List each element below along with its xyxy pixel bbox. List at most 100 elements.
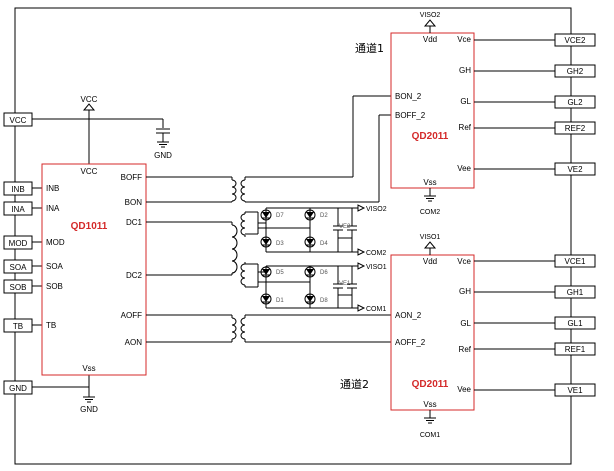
mod-connector: MOD: [3, 235, 33, 250]
svg-text:Vce: Vce: [457, 257, 471, 266]
svg-text:D7: D7: [276, 213, 284, 219]
svg-text:INA: INA: [46, 204, 60, 213]
svg-text:Vee: Vee: [457, 385, 471, 394]
svg-text:Ref: Ref: [459, 123, 472, 132]
svg-text:D3: D3: [276, 241, 284, 247]
svg-text:D2: D2: [320, 213, 328, 219]
svg-text:GL2: GL2: [567, 98, 583, 107]
svg-text:VISO1: VISO1: [366, 264, 387, 271]
svg-text:BON_2: BON_2: [395, 92, 422, 101]
svg-text:VE2: VE2: [567, 165, 583, 174]
svg-text:VE1: VE1: [339, 281, 351, 287]
svg-text:SOA: SOA: [46, 262, 64, 271]
tb-connector: TB: [3, 318, 33, 333]
svg-text:Vss: Vss: [423, 400, 436, 409]
svg-text:VISO1: VISO1: [420, 234, 441, 241]
left-connectors: VCC INB INA MOD SOA SOB TB GND: [3, 112, 33, 395]
gnd-cap-label: GND: [154, 151, 172, 160]
svg-text:AOFF_2: AOFF_2: [395, 338, 426, 347]
viso2-arrow-icon: [423, 19, 437, 27]
svg-text:AOFF: AOFF: [121, 311, 142, 320]
viso1-arrow-icon: [423, 241, 437, 249]
gl2-connector: GL2: [554, 95, 596, 109]
svg-text:INB: INB: [11, 185, 24, 194]
vcc-arrow-icon: [82, 103, 96, 111]
svg-text:TB: TB: [13, 322, 23, 331]
chip-qd2011-ch1: Vdd Vss QD2011 BON_2 BOFF_2 Vce GH GL Re…: [390, 32, 475, 189]
svg-text:GH: GH: [459, 287, 471, 296]
ref1-connector: REF1: [554, 342, 596, 356]
svg-text:MOD: MOD: [9, 239, 28, 248]
svg-text:VISO2: VISO2: [420, 12, 441, 19]
svg-text:Vee: Vee: [457, 164, 471, 173]
svg-text:AON: AON: [125, 338, 143, 347]
svg-text:BOFF_2: BOFF_2: [395, 111, 426, 120]
gnd-connector: GND: [3, 380, 33, 395]
svg-text:VISO2: VISO2: [366, 206, 387, 213]
svg-text:COM1: COM1: [366, 306, 386, 313]
channel-2-label: 通道2: [340, 377, 369, 391]
gh2-connector: GH2: [554, 64, 596, 78]
chip-qd2011-ch2: Vdd Vss QD2011 AON_2 AOFF_2 Vce GH GL Re…: [390, 254, 475, 411]
soa-connector: SOA: [3, 259, 33, 274]
svg-text:GH1: GH1: [567, 288, 584, 297]
svg-text:MOD: MOD: [46, 238, 65, 247]
svg-text:AON_2: AON_2: [395, 311, 422, 320]
svg-text:DC2: DC2: [126, 271, 143, 280]
chip3-name: QD2011: [412, 379, 449, 390]
sob-connector: SOB: [3, 279, 33, 294]
diode-d3-icon: [261, 238, 271, 246]
svg-text:INB: INB: [46, 184, 59, 193]
svg-text:DC1: DC1: [126, 218, 143, 227]
svg-text:SOA: SOA: [10, 263, 28, 272]
rectifier-upper: D7 D2 D3 D4 VE2 VISO2 COM2: [245, 204, 387, 257]
inb-connector: INB: [3, 181, 33, 196]
diode-d7-icon: [261, 211, 271, 219]
vce2-connector: VCE2: [554, 33, 596, 47]
svg-text:Vss: Vss: [82, 364, 95, 373]
svg-text:VCE1: VCE1: [565, 257, 586, 266]
svg-text:GL: GL: [460, 97, 471, 106]
svg-text:D4: D4: [320, 241, 328, 247]
ve2-connector: VE2: [554, 162, 596, 176]
ve1-connector: VE1: [554, 383, 596, 397]
svg-text:SOB: SOB: [10, 283, 27, 292]
svg-text:BON: BON: [125, 198, 143, 207]
svg-text:Vdd: Vdd: [423, 35, 437, 44]
svg-text:Ref: Ref: [459, 345, 472, 354]
svg-text:BOFF: BOFF: [121, 173, 142, 182]
svg-text:VE1: VE1: [567, 386, 583, 395]
diode-d1-icon: [261, 295, 271, 303]
svg-text:COM2: COM2: [420, 209, 440, 216]
transformer-dc: [231, 212, 246, 287]
transformer-b: [231, 177, 246, 202]
diode-d2-icon: [305, 211, 315, 219]
diode-d6-icon: [305, 268, 315, 276]
svg-text:Vss: Vss: [423, 178, 436, 187]
ina-connector: INA: [3, 201, 33, 216]
chip2-name: QD2011: [412, 131, 449, 142]
svg-text:D5: D5: [276, 270, 284, 276]
svg-text:COM1: COM1: [420, 432, 440, 439]
rectifier-lower: D5 D6 D1 D8 VE1 VISO1 COM1: [245, 262, 387, 313]
svg-text:GH2: GH2: [567, 67, 584, 76]
ref2-connector: REF2: [554, 121, 596, 135]
svg-text:VE2: VE2: [339, 224, 351, 230]
chip1-name: QD1011: [71, 221, 108, 232]
svg-text:REF2: REF2: [565, 124, 586, 133]
svg-text:Vce: Vce: [457, 35, 471, 44]
svg-text:GND: GND: [9, 384, 27, 393]
svg-text:SOB: SOB: [46, 282, 63, 291]
vce1-connector: VCE1: [554, 254, 596, 268]
svg-text:Vdd: Vdd: [423, 257, 437, 266]
right-connectors: VCE2 GH2 GL2 REF2 VE2 VCE1 GH1 GL1 REF1 …: [554, 33, 596, 397]
vcc-connector: VCC: [3, 112, 33, 127]
svg-text:D6: D6: [320, 270, 328, 276]
svg-text:COM2: COM2: [366, 250, 386, 257]
svg-text:VCC: VCC: [10, 116, 27, 125]
svg-text:VCE2: VCE2: [565, 36, 586, 45]
svg-text:REF1: REF1: [565, 345, 586, 354]
svg-text:TB: TB: [46, 321, 56, 330]
channel-1-label: 通道1: [355, 41, 384, 55]
